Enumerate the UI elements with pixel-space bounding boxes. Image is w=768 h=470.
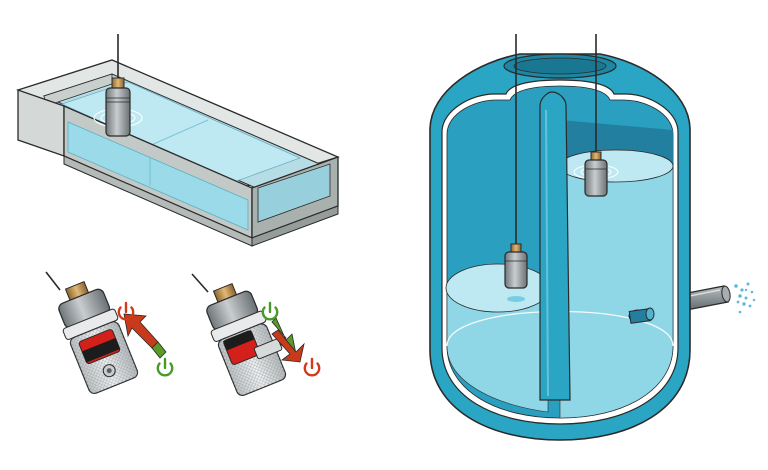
water-spray <box>734 282 756 314</box>
power-icon <box>261 301 279 321</box>
water-cutaway <box>67 121 249 231</box>
divider-wall <box>539 91 571 401</box>
float-black <box>82 337 120 363</box>
sensor-nut <box>111 77 125 89</box>
level-sensor-left <box>504 34 528 302</box>
level-sensor-right <box>573 34 619 197</box>
liquid-left-chamber <box>446 285 549 413</box>
switch-cable <box>191 273 209 293</box>
arrow-down-right <box>271 317 305 363</box>
sensor-body <box>584 159 608 197</box>
liquid-surface-right <box>558 149 674 183</box>
vessel <box>429 53 756 441</box>
switch-cable <box>45 271 61 291</box>
arrow-up-left <box>123 313 167 359</box>
sensor-body <box>105 87 131 137</box>
inlet-tube <box>628 307 655 324</box>
power-icon <box>117 301 135 321</box>
float-switch-left <box>45 271 139 395</box>
level-sensor-tray <box>93 34 143 137</box>
power-icon <box>303 357 321 377</box>
open-tank <box>16 59 340 247</box>
float-black <box>222 329 255 351</box>
liquid-surface-left <box>445 263 551 313</box>
liquid-right-chamber <box>559 163 674 419</box>
sensor-body <box>504 251 528 289</box>
power-icon <box>156 357 174 377</box>
float-switch-right <box>191 273 287 397</box>
